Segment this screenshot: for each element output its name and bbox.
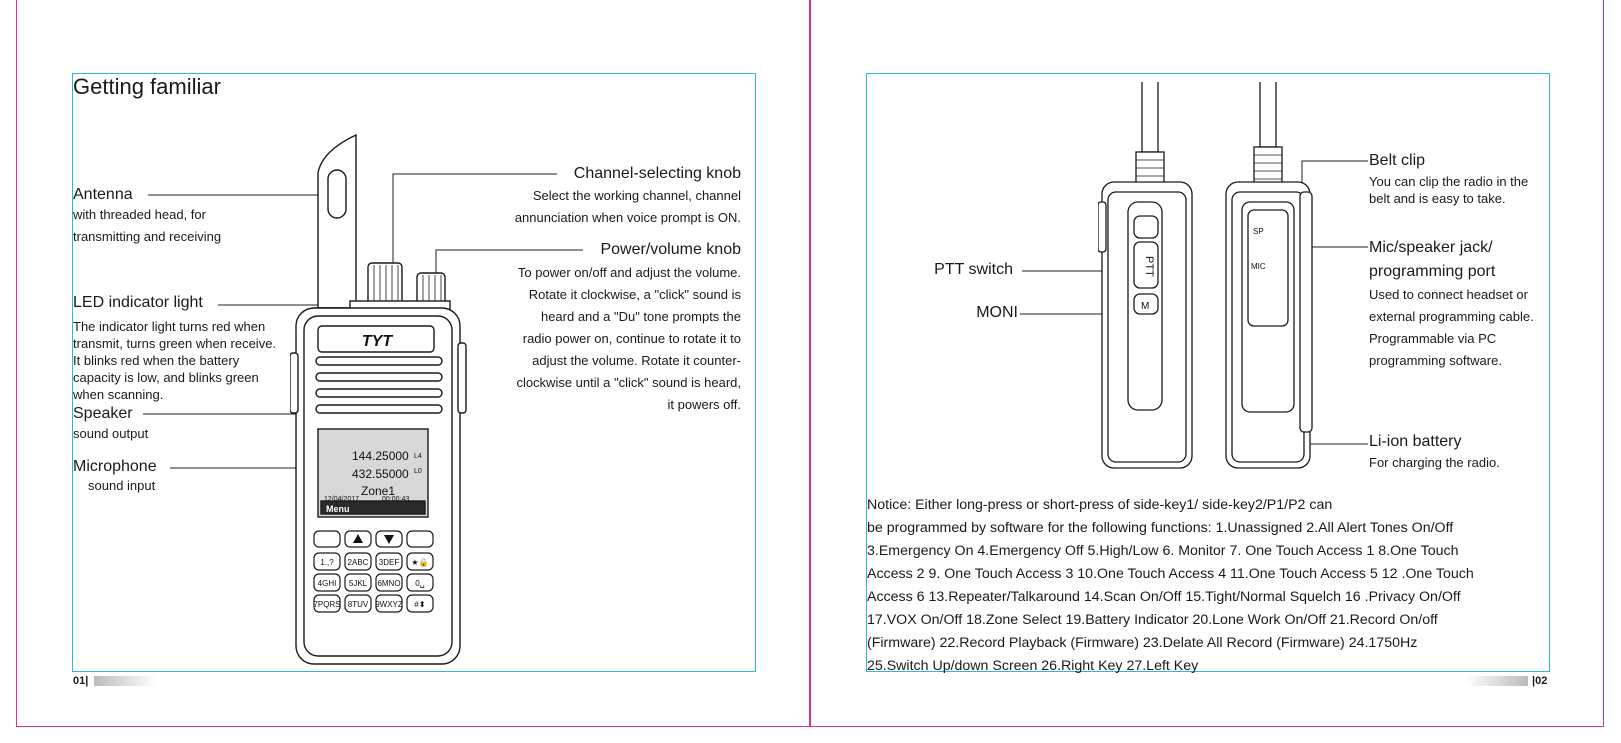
page-bar-right <box>1466 676 1528 686</box>
belt-clip-desc: You can clip the radio in the belt and i… <box>1369 174 1529 206</box>
right-page-frame <box>809 0 1604 727</box>
page-number-right: |02 <box>1532 675 1548 687</box>
microphone-desc: sound input <box>88 478 156 493</box>
left-content-box <box>72 73 756 672</box>
battery-desc: For charging the radio. <box>1369 455 1500 470</box>
keypad-key <box>406 573 434 592</box>
keypad-key-label: #⬍ <box>414 600 425 609</box>
keypad-key-label: 6MNO <box>377 579 400 588</box>
keypad-key <box>375 594 403 613</box>
keypad-key <box>313 573 341 592</box>
channel-knob-desc: Select the working channel, channel annu… <box>514 188 741 225</box>
led-label: LED indicator light <box>73 294 203 311</box>
keypad-key-label: 4GHI <box>318 579 337 588</box>
keypad-key-label: 0␣ <box>415 579 425 588</box>
battery-label: Li-ion battery <box>1369 433 1462 450</box>
radio-side-view-right: SP MIC <box>1225 82 1313 469</box>
brand-logo: TYT <box>362 333 393 350</box>
speaker-desc: sound output <box>73 426 149 441</box>
page-number-left: 01| <box>73 675 89 687</box>
keypad-key <box>344 573 372 592</box>
keypad-key-label: 5JKL <box>349 579 368 588</box>
keypad-key-label: 7PQRS <box>313 600 340 609</box>
keypad-key <box>375 573 403 592</box>
antenna-label: Antenna <box>73 186 133 203</box>
page-title: Getting familiar <box>73 74 221 99</box>
m-button-label: M <box>1141 301 1149 312</box>
mic-jack-desc: Used to connect headset or external prog… <box>1369 287 1534 368</box>
sp-jack-label: SP <box>1253 227 1264 236</box>
notice-text: Notice: Either long-press or short-press… <box>867 497 1474 674</box>
keypad-key-label: 3DEF <box>379 558 400 567</box>
display-l2: L0 <box>414 468 422 475</box>
ptt-button-label: PTT <box>1143 256 1155 277</box>
mic-jack-title: Mic/speaker jack/ programming port <box>1369 239 1496 280</box>
keypad-key-label: 8TUV <box>348 600 369 609</box>
display-time: 00:00:43 <box>382 496 409 503</box>
display-l1: L4 <box>414 453 422 460</box>
keypad-key <box>313 594 341 613</box>
ptt-label: PTT switch <box>934 261 1013 278</box>
power-knob-desc: To power on/off and adjust the volume. R… <box>516 265 741 412</box>
keypad-key <box>406 594 434 613</box>
belt-clip-label: Belt clip <box>1369 152 1426 169</box>
right-content-box <box>866 73 1550 672</box>
display-menu: Menu <box>326 504 350 514</box>
keypad-key-label: 2ABC <box>348 558 369 567</box>
radio-side-view-left: PTT M <box>1098 82 1193 469</box>
moni-label: MONI <box>976 304 1018 321</box>
display-freq1: 144.25000 <box>352 449 409 463</box>
keypad-key <box>375 552 403 571</box>
display-zone: Zone1 <box>361 484 395 498</box>
led-desc: The indicator light turns red when trans… <box>73 319 277 402</box>
keypad-key <box>344 552 372 571</box>
keypad-key-label: 1.,? <box>320 558 334 567</box>
channel-knob-label: Channel-selecting knob <box>573 165 741 182</box>
speaker-label: Speaker <box>73 405 133 422</box>
left-page-frame <box>16 0 811 727</box>
power-knob-label: Power/volume knob <box>600 241 741 258</box>
mic-jack-label: MIC <box>1251 262 1266 271</box>
keypad-key <box>344 594 372 613</box>
keypad-key-label: ★🔒 <box>411 558 428 567</box>
keypad-key <box>313 552 341 571</box>
microphone-label: Microphone <box>73 458 157 475</box>
display-date: 12/04/2017 <box>324 496 359 503</box>
antenna-desc: with threaded head, for transmitting and… <box>73 207 222 244</box>
keypad-key-label: 9WXYZ <box>375 600 403 609</box>
keypad-key <box>406 552 434 571</box>
display-freq2: 432.55000 <box>352 467 409 481</box>
page-bar-left <box>94 676 156 686</box>
radio-front-illustration: 144.25000 432.55000 Zone1 L4 L0 12/04/20… <box>290 133 467 665</box>
